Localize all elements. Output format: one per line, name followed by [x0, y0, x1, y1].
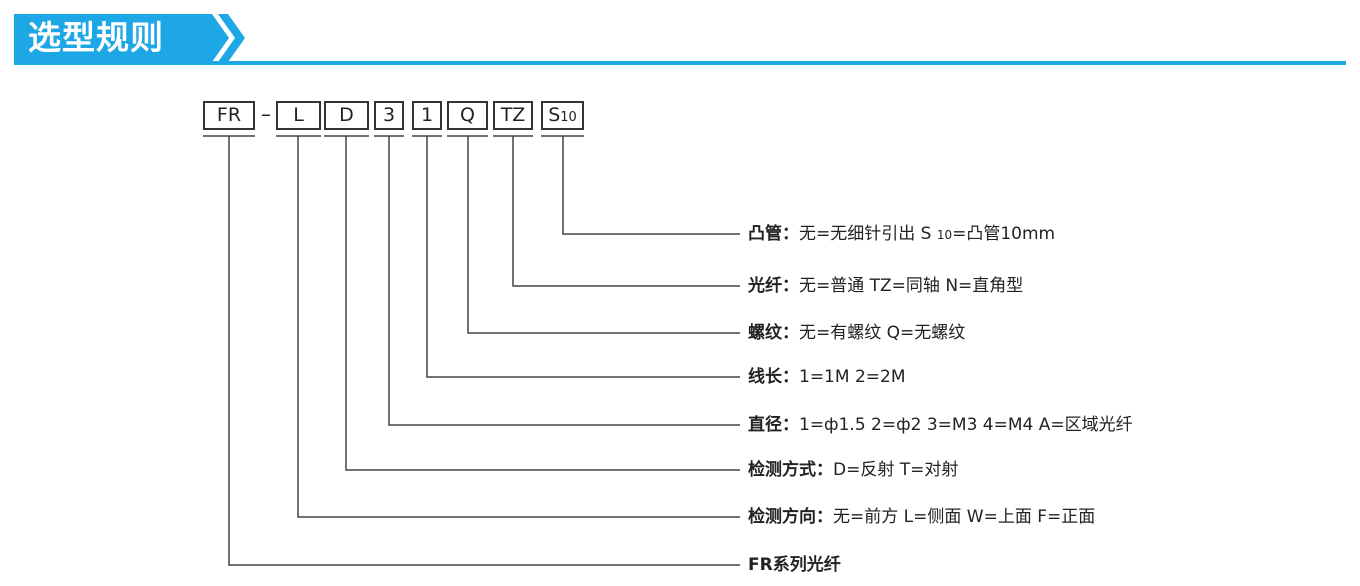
code-text-direction: L [293, 104, 304, 126]
code-box-series: FR [203, 101, 255, 130]
desc-fiber: 光纤：无=普通 TZ=同轴 N=直角型 [748, 273, 1023, 299]
code-text-length: 1 [420, 104, 434, 126]
code-box-fiber: TZ [493, 101, 533, 130]
code-text-thread: Q [460, 104, 475, 126]
code-box-tube: S10 [541, 101, 584, 130]
desc-thread-text: 无=有螺纹 Q=无螺纹 [799, 323, 966, 343]
code-box-diameter: 3 [374, 101, 404, 130]
desc-direction-text: 无=前方 L=侧面 W=上面 F=正面 [833, 507, 1096, 527]
desc-diameter-text: 1=ф1.5 2=ф2 3=M3 4=M4 A=区域光纤 [799, 415, 1133, 435]
leader-series [228, 136, 740, 566]
desc-series-label: FR系列光纤 [748, 555, 841, 575]
desc-thread-label: 螺纹： [748, 323, 799, 343]
header-bar [14, 14, 211, 61]
desc-direction-label: 检测方向： [748, 507, 833, 527]
code-box-method: D [324, 101, 369, 130]
leader-method [345, 136, 740, 471]
desc-direction: 检测方向：无=前方 L=侧面 W=上面 F=正面 [748, 504, 1095, 530]
code-text-method: D [339, 104, 354, 126]
leader-direction [297, 136, 740, 518]
code-text-fiber: TZ [500, 104, 526, 126]
desc-diameter-label: 直径： [748, 415, 799, 435]
code-box-direction: L [276, 101, 321, 130]
desc-length-label: 线长： [748, 367, 799, 387]
leader-fiber [512, 136, 740, 287]
code-text-tube: S [548, 104, 561, 126]
header-rule [14, 61, 1346, 65]
leader-diameter [388, 136, 740, 426]
desc-tube-text-before: 无=无细针引出 S [799, 224, 937, 244]
desc-tube-text-after: =凸管10mm [952, 224, 1056, 244]
desc-method: 检测方式：D=反射 T=对射 [748, 457, 958, 483]
desc-tube-label: 凸管： [748, 224, 799, 244]
desc-tube: 凸管：无=无细针引出 S 10=凸管10mm [748, 221, 1055, 247]
code-text-diameter: 3 [382, 104, 396, 126]
desc-thread: 螺纹：无=有螺纹 Q=无螺纹 [748, 320, 965, 346]
desc-fiber-text: 无=普通 TZ=同轴 N=直角型 [799, 276, 1024, 296]
code-subtext-tube: 10 [560, 110, 577, 125]
desc-tube-sub: 10 [936, 228, 953, 242]
desc-diameter: 直径：1=ф1.5 2=ф2 3=M3 4=M4 A=区域光纤 [748, 412, 1133, 438]
desc-length: 线长：1=1M 2=2M [748, 364, 906, 390]
code-box-thread: Q [447, 101, 488, 130]
desc-method-text: D=反射 T=对射 [833, 460, 959, 480]
code-separator: – [261, 102, 271, 126]
leader-thread [467, 136, 740, 334]
leader-length [426, 136, 740, 378]
desc-fiber-label: 光纤： [748, 276, 799, 296]
desc-series: FR系列光纤 [748, 552, 841, 578]
leader-tube [562, 136, 740, 235]
desc-length-text: 1=1M 2=2M [799, 367, 906, 387]
code-text-series: FR [216, 104, 242, 126]
code-box-length: 1 [412, 101, 442, 130]
page-title: 选型规则 [28, 18, 164, 57]
double-chevron-right-icon [196, 14, 245, 62]
desc-method-label: 检测方式： [748, 460, 833, 480]
